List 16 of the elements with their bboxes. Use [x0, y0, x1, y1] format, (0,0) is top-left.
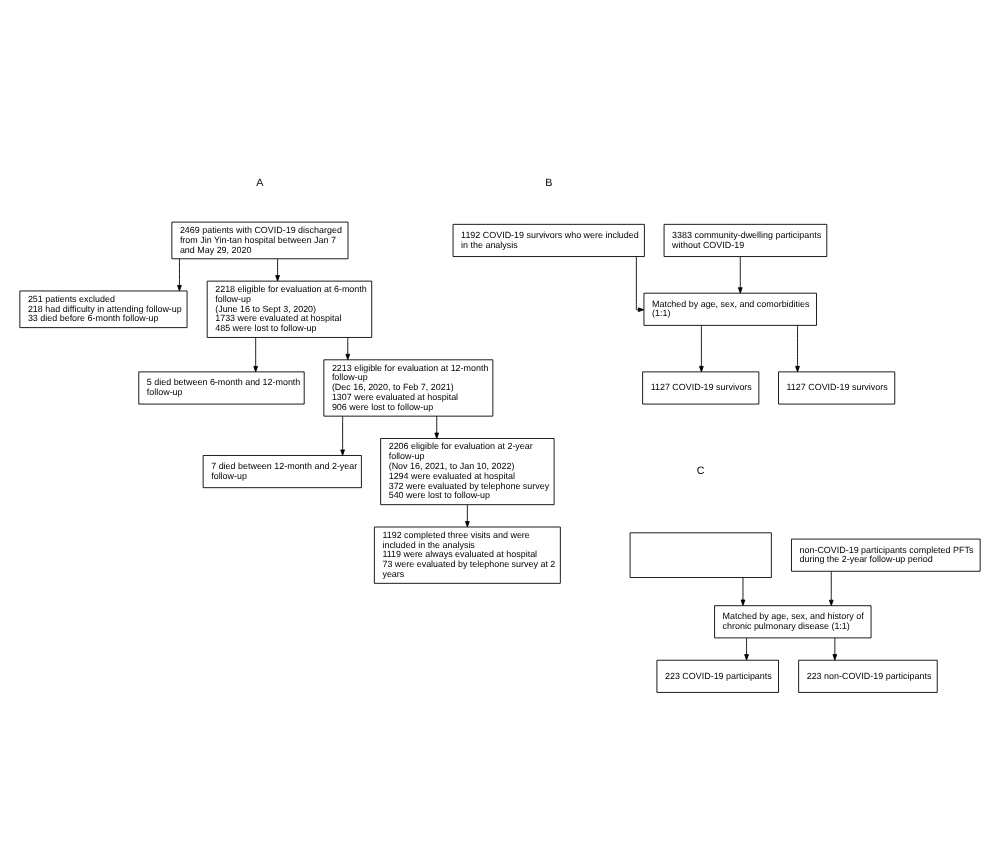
- arrow: [340, 414, 345, 455]
- arrow: [177, 257, 182, 291]
- arrow: [253, 336, 258, 372]
- arrow: [744, 636, 749, 660]
- arrow: [465, 503, 470, 527]
- arrow: [737, 255, 743, 293]
- arrow: [699, 324, 704, 372]
- arrow: [275, 257, 280, 281]
- arrow: [828, 569, 834, 606]
- node-box: [629, 531, 772, 577]
- arrow: [740, 576, 746, 605]
- arrow: [434, 414, 440, 438]
- arrow: [832, 636, 838, 660]
- arrow: [635, 255, 645, 312]
- arrow: [795, 324, 800, 372]
- arrow: [345, 336, 351, 360]
